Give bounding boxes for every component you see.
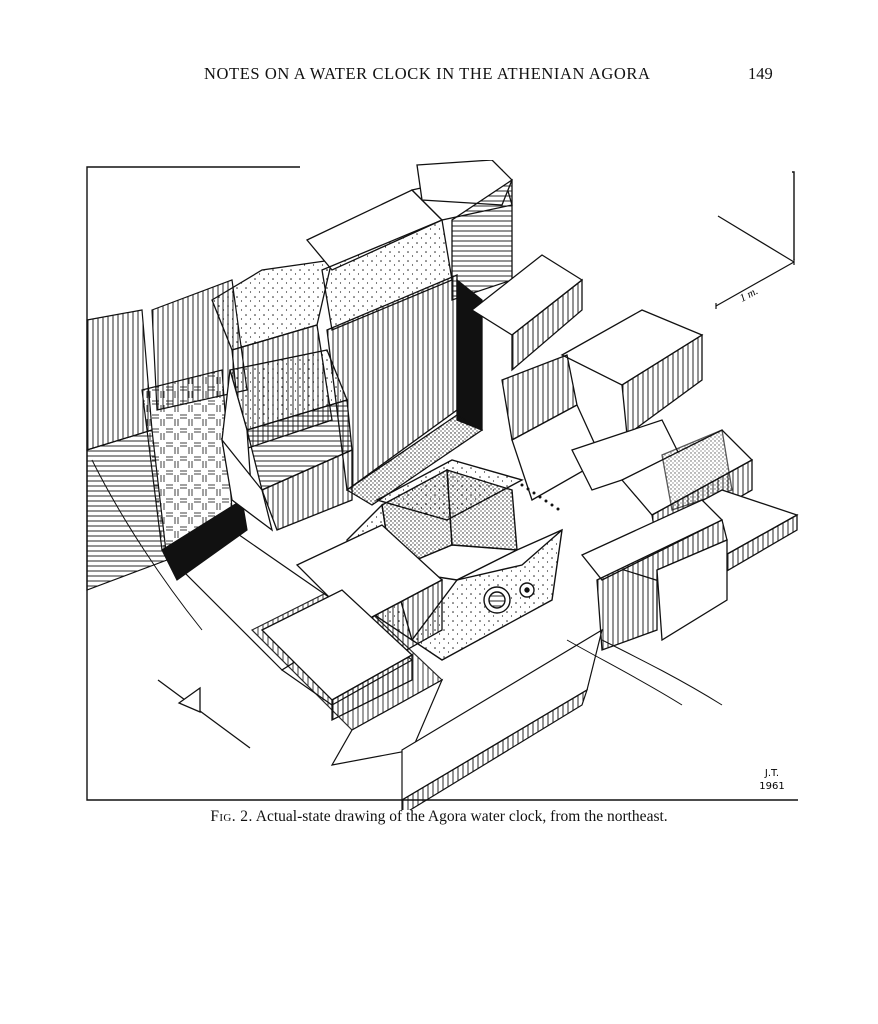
running-title: NOTES ON A WATER CLOCK IN THE ATHENIAN A… [204,64,651,83]
hatched-wall [326,274,484,506]
front-blocks [260,499,728,722]
ground-lines [91,459,723,706]
scale-label: 1 m. [738,285,760,304]
page-number: 149 [748,64,773,83]
water-clock-drawing: 1 m. [86,160,799,810]
artist-initials: J.T. [764,768,779,779]
scale-bar [715,215,795,309]
running-head: NOTES ON A WATER CLOCK IN THE ATHENIAN A… [0,64,878,88]
figure-caption: Fig. 2. Actual-state drawing of the Agor… [0,808,878,826]
caption-label: Fig. 2. [210,808,253,825]
figure-drawing: 1 m. [82,160,802,810]
dotted-channel [520,483,560,511]
left-wall [86,279,248,591]
right-stepped-blocks [470,254,704,501]
caption-text: Actual-state drawing of the Agora water … [255,808,668,825]
north-arrow-icon [157,679,251,749]
front-left-block [220,349,353,532]
artist-year: 1961 [759,781,784,792]
